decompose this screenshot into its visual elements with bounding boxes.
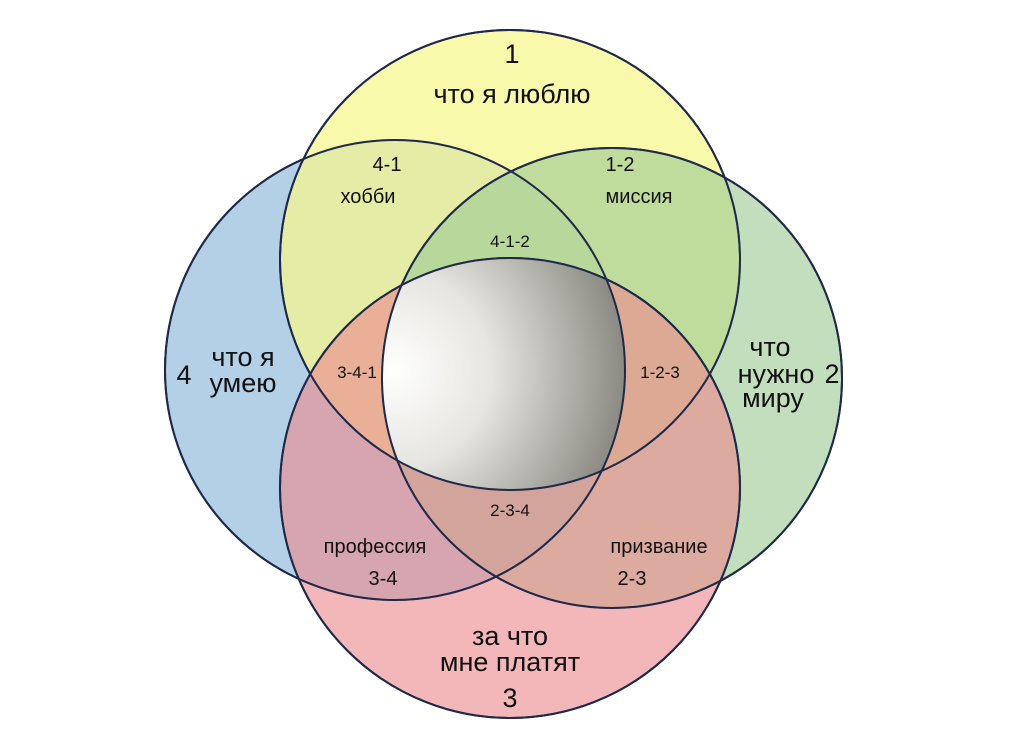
profession-name: профессия bbox=[324, 536, 427, 558]
hobby-code: 4-1 bbox=[373, 154, 402, 176]
mission-code: 1-2 bbox=[606, 154, 635, 176]
set-3-label-line-2: мне платят bbox=[440, 647, 580, 677]
profession-code: 3-4 bbox=[369, 568, 398, 590]
calling-code: 2-3 bbox=[618, 568, 647, 590]
hobby-name: хобби bbox=[341, 186, 396, 208]
mission-name: миссия bbox=[606, 186, 673, 208]
set-4-label-line-2: умею bbox=[209, 368, 276, 398]
set-2-label-line-1: что bbox=[749, 332, 790, 362]
triple-123-label: 1-2-3 bbox=[640, 363, 680, 382]
triple-412-label: 4-1-2 bbox=[490, 232, 530, 251]
set-4-label-line-1: что я bbox=[211, 342, 274, 372]
set-3-outline bbox=[279, 257, 741, 719]
set-2-label-line-3: миру bbox=[742, 383, 804, 413]
set-3-number: 3 bbox=[502, 683, 517, 713]
set-1-outline bbox=[279, 29, 741, 491]
set-2-label-line-2: нужно bbox=[738, 359, 815, 389]
calling-name: призвание bbox=[610, 536, 707, 558]
set-1-number: 1 bbox=[504, 39, 519, 69]
triple-234-label: 2-3-4 bbox=[490, 501, 530, 520]
set-2-number: 2 bbox=[824, 359, 839, 389]
set-4-outline bbox=[164, 139, 626, 601]
set-2-outline bbox=[381, 147, 843, 609]
set-4-number: 4 bbox=[176, 360, 191, 390]
triple-341-label: 3-4-1 bbox=[337, 363, 377, 382]
set-1-label: что я люблю bbox=[433, 79, 590, 109]
center-intersection bbox=[382, 258, 625, 490]
set-3-label-line-1: за что bbox=[472, 621, 548, 651]
